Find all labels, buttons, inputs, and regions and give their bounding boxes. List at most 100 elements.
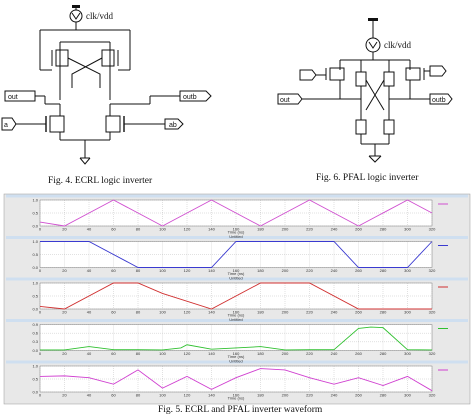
y-tick-label: 1.0 <box>32 239 38 244</box>
panel-header: Untitled <box>229 276 243 281</box>
y-tick-label: 0.3 <box>32 339 38 344</box>
x-tick-label: 280 <box>380 393 387 398</box>
series-line <box>39 282 432 310</box>
x-tick-label: 80 <box>136 310 141 315</box>
x-tick-label: 100 <box>159 227 166 232</box>
x-tick-label: 240 <box>331 393 338 398</box>
x-tick-label: 220 <box>306 351 313 356</box>
ecrl-nmos-pair <box>45 104 125 158</box>
x-axis-label: Time (ns) <box>228 396 245 401</box>
x-axis-label: Time (ns) <box>228 354 245 359</box>
x-tick-label: 20 <box>62 310 67 315</box>
pfal-pmos-left <box>299 60 345 95</box>
panel-header: Untitled <box>229 359 243 364</box>
x-tick-label: 0 <box>39 310 42 315</box>
series-line <box>39 199 433 227</box>
x-tick-label: 80 <box>136 393 141 398</box>
pfal-cross-coupled-core <box>355 60 395 150</box>
panel-header-strip <box>6 319 468 322</box>
x-tick-label: 60 <box>111 268 116 273</box>
x-tick-label: 140 <box>208 227 215 232</box>
pfal-clock-label: clk/vdd <box>384 40 411 50</box>
panel-header: Untitled <box>229 234 243 239</box>
x-tick-label: 40 <box>87 227 92 232</box>
x-tick-label: 260 <box>355 268 362 273</box>
x-tick-label: 0 <box>39 227 42 232</box>
pfal-schematic: clk/vdd <box>277 18 453 163</box>
x-tick-label: 220 <box>306 268 313 273</box>
ecrl-out-label: out <box>8 94 18 101</box>
pfal-caption: Fig. 6. PFAL logic inverter <box>316 173 419 183</box>
x-tick-label: 80 <box>136 227 141 232</box>
x-tick-label: 60 <box>111 227 116 232</box>
y-tick-label: 0.5 <box>32 252 38 257</box>
series-line <box>40 241 433 268</box>
ecrl-port-out: out <box>4 90 60 105</box>
ecrl-port-inb: ab <box>124 118 184 130</box>
x-tick-label: 300 <box>404 393 411 398</box>
ecrl-ground-symbol <box>79 157 91 165</box>
ecrl-outb-label: outb <box>183 94 197 101</box>
ecrl-pmos-pair <box>40 41 130 100</box>
panel-header-strip <box>6 236 468 239</box>
x-tick-label: 280 <box>380 227 387 232</box>
y-tick-label: 1.0 <box>32 363 38 368</box>
x-tick-label: 120 <box>184 227 191 232</box>
x-tick-label: 160 <box>233 268 240 273</box>
x-tick-label: 320 <box>429 227 436 232</box>
x-tick-label: 120 <box>184 393 191 398</box>
pfal-port-out: out <box>277 93 361 105</box>
x-tick-label: 0 <box>39 268 42 273</box>
pfal-out-label: out <box>280 97 290 104</box>
x-tick-label: 160 <box>233 227 240 232</box>
series-line <box>40 326 433 351</box>
x-tick-label: 300 <box>404 310 411 315</box>
x-tick-label: 0 <box>39 351 42 356</box>
x-tick-label: 180 <box>257 310 264 315</box>
y-tick-label: 0.0 <box>32 306 38 311</box>
x-tick-label: 140 <box>208 310 215 315</box>
x-tick-label: 20 <box>62 268 67 273</box>
waveform-caption: Fig. 5. ECRL and PFAL inverter waveform <box>158 405 323 415</box>
y-tick-label: 0.0 <box>32 389 38 394</box>
panel-header-strip <box>6 360 468 364</box>
x-tick-label: 100 <box>159 268 166 273</box>
x-tick-label: 40 <box>87 310 92 315</box>
pfal-outb-label: outb <box>432 97 446 104</box>
y-tick-label: 0.5 <box>32 376 38 381</box>
panel-header-strip <box>6 194 468 198</box>
x-tick-label: 100 <box>159 351 166 356</box>
x-tick-label: 260 <box>355 351 362 356</box>
x-tick-label: 60 <box>111 393 116 398</box>
x-tick-label: 220 <box>306 227 313 232</box>
x-tick-label: 180 <box>257 227 264 232</box>
x-tick-label: 140 <box>208 268 215 273</box>
y-tick-label: 0.5 <box>32 293 38 298</box>
x-tick-label: 200 <box>282 268 289 273</box>
x-tick-label: 320 <box>429 351 436 356</box>
x-tick-label: 200 <box>282 393 289 398</box>
x-tick-label: 280 <box>380 310 387 315</box>
x-tick-label: 240 <box>331 351 338 356</box>
x-tick-label: 180 <box>257 268 264 273</box>
x-tick-label: 260 <box>355 310 362 315</box>
y-tick-label: 0.9 <box>32 322 38 327</box>
pfal-ground-symbol <box>368 150 382 163</box>
x-tick-label: 300 <box>404 268 411 273</box>
x-tick-label: 140 <box>208 393 215 398</box>
x-tick-label: 120 <box>184 351 191 356</box>
x-tick-label: 280 <box>380 351 387 356</box>
ecrl-schematic: clk/vdd out <box>1 5 212 165</box>
x-tick-label: 60 <box>111 351 116 356</box>
x-tick-label: 200 <box>282 351 289 356</box>
x-tick-label: 120 <box>184 310 191 315</box>
y-tick-label: 0.0 <box>32 223 38 228</box>
pfal-port-outb: outb <box>389 93 453 105</box>
ecrl-in-label: a <box>4 122 8 129</box>
y-tick-label: 1.0 <box>32 197 38 202</box>
x-tick-label: 20 <box>62 351 67 356</box>
x-tick-label: 20 <box>62 227 67 232</box>
x-axis-label: Time (ns) <box>228 313 245 318</box>
x-tick-label: 320 <box>429 310 436 315</box>
